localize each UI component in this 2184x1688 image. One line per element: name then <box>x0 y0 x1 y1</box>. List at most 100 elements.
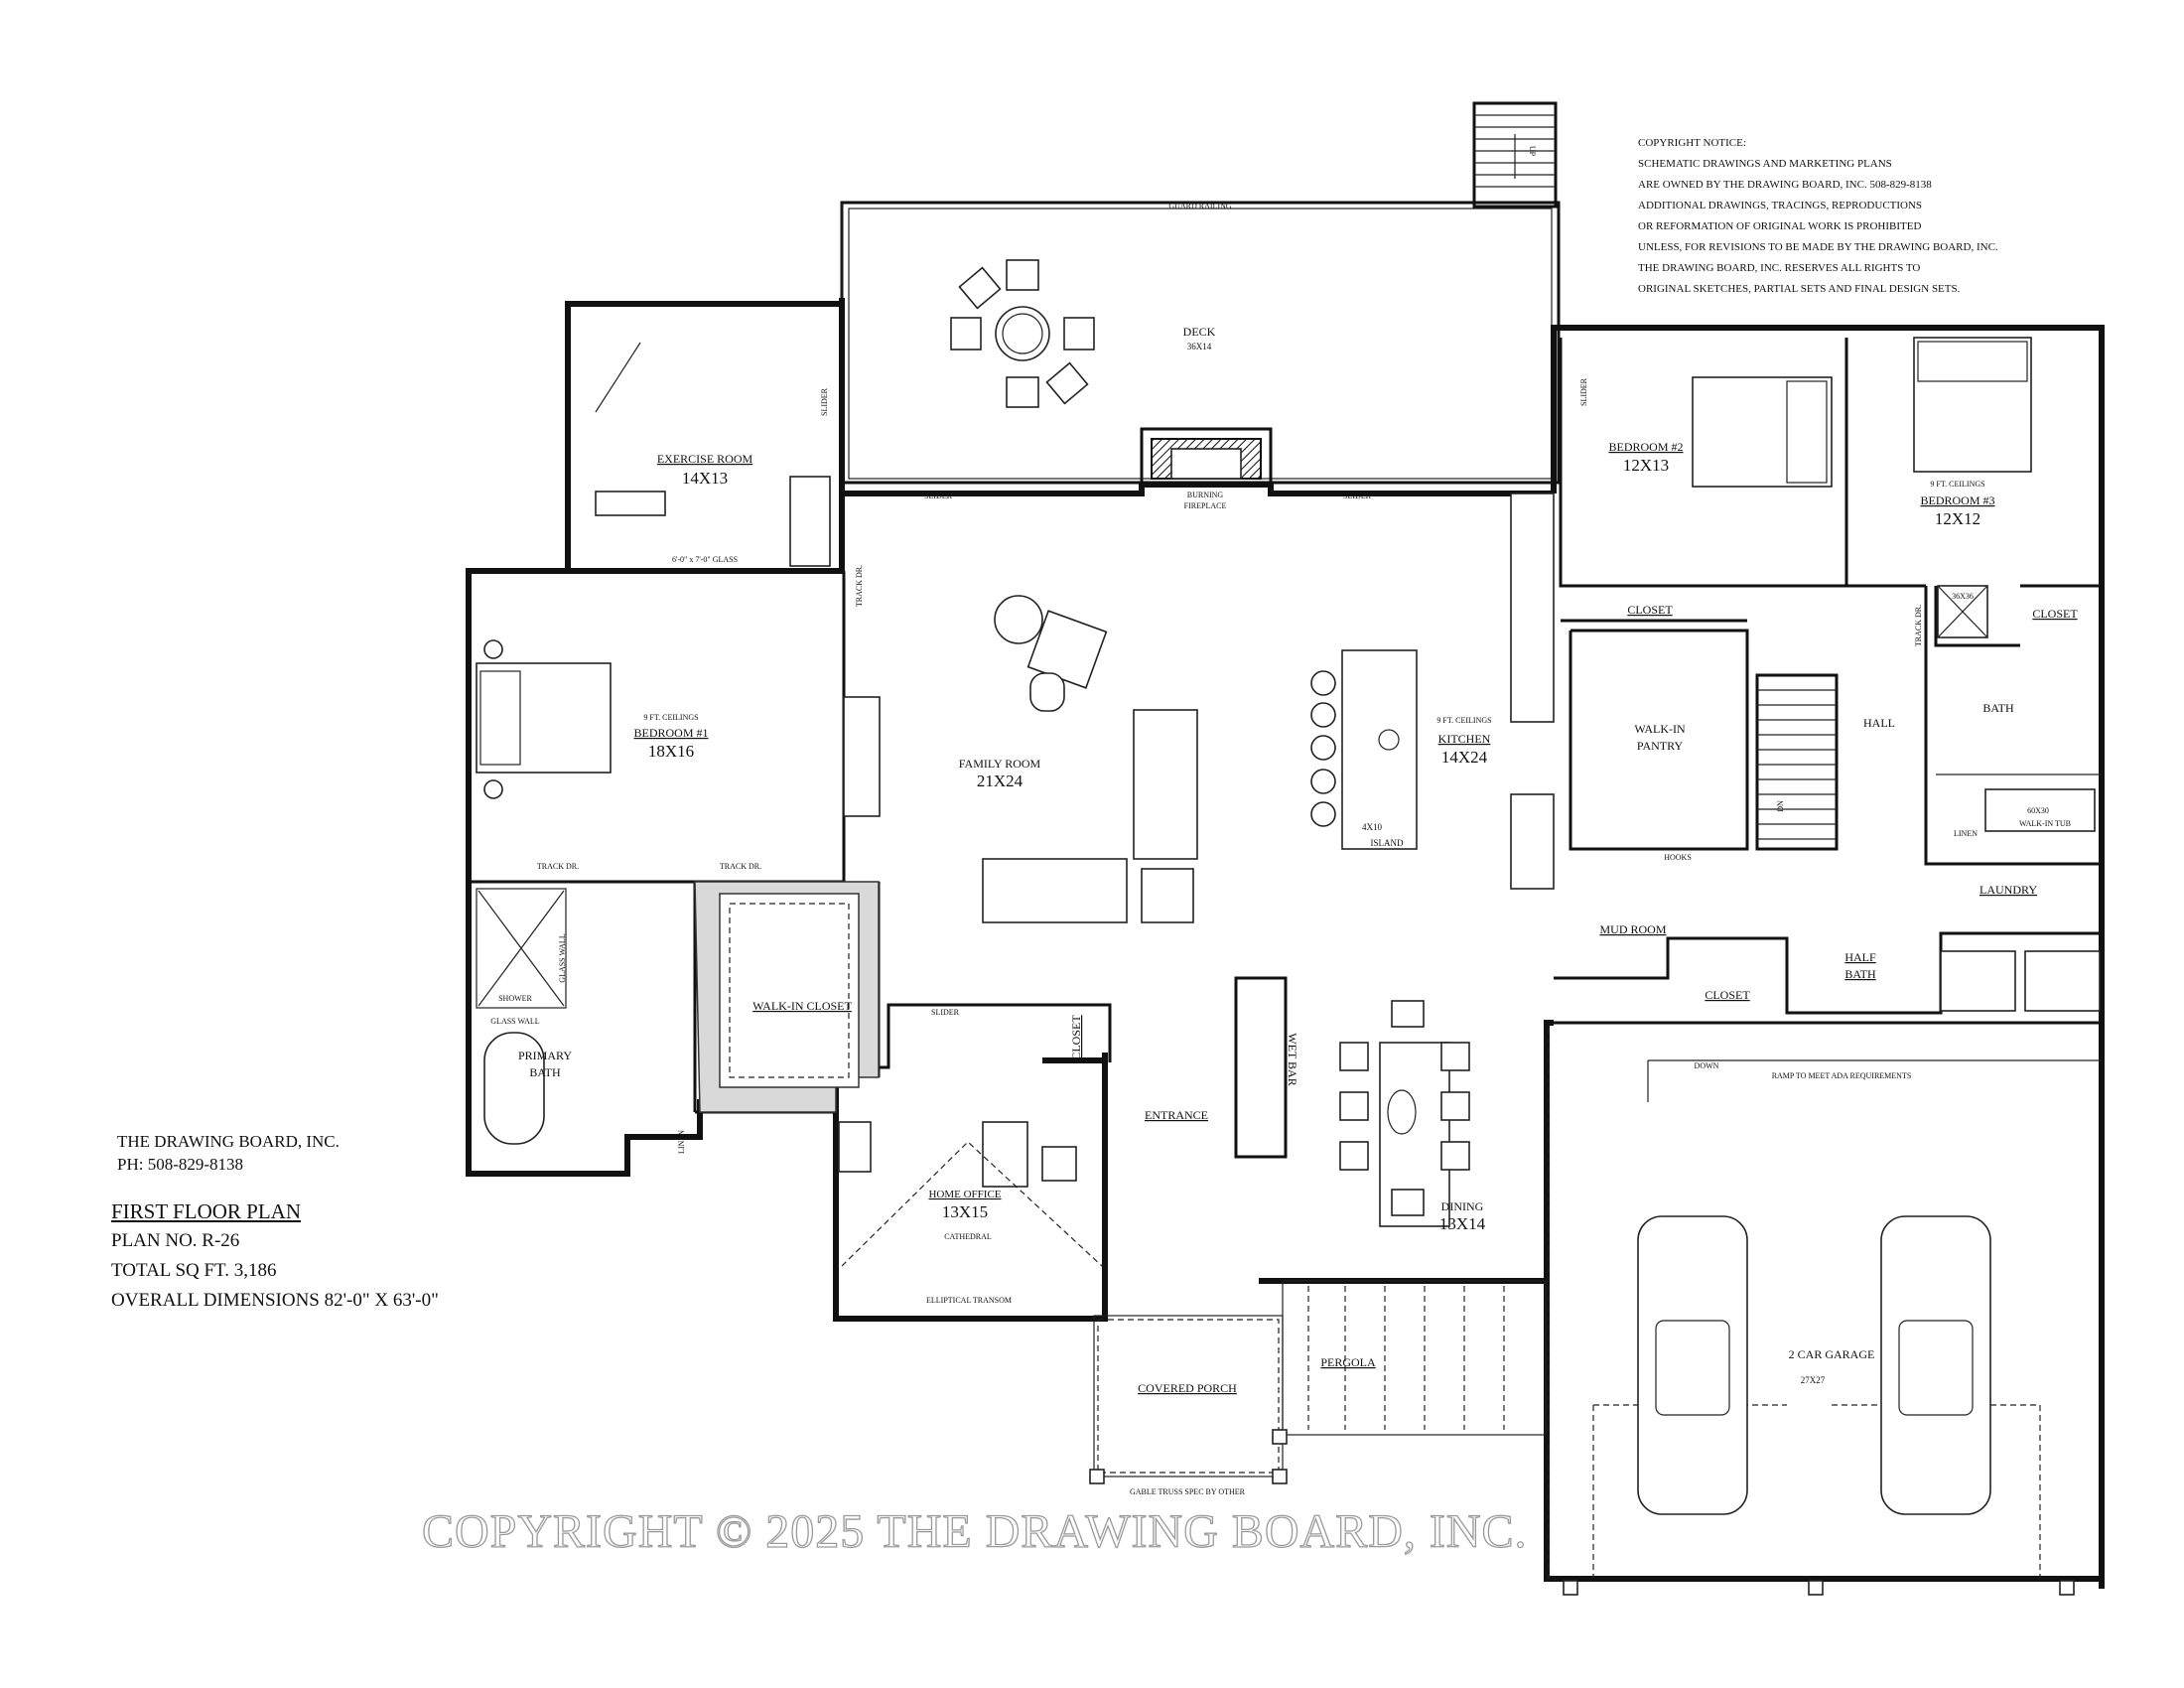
walk-in-closet-shape <box>694 881 880 1113</box>
copyright-line: SCHEMATIC DRAWINGS AND MARKETING PLANS <box>1638 158 1892 170</box>
laundry-label: LAUNDRY <box>1979 883 2037 897</box>
half-bath-label-2: BATH <box>1844 967 1876 981</box>
exercise-room-size: 14X13 <box>682 469 728 488</box>
copyright-line: ORIGINAL SKETCHES, PARTIAL SETS AND FINA… <box>1638 283 1961 295</box>
track-dr-3: TRACK DR. <box>855 565 864 607</box>
walkin-tub-label: WALK-IN TUB <box>2019 819 2071 828</box>
walk-in-closet-label: WALK-IN CLOSET <box>752 999 852 1013</box>
half-bath-label-1: HALF <box>1844 950 1876 964</box>
bedroom3-size: 12X12 <box>1935 509 1980 528</box>
pantry-label-1: WALK-IN <box>1634 722 1686 736</box>
slider-label-b2: SLIDER <box>1579 377 1588 406</box>
bedroom2-size: 12X13 <box>1623 456 1669 475</box>
copyright-line: THE DRAWING BOARD, INC. RESERVES ALL RIG… <box>1638 262 1921 274</box>
garage-label: 2 CAR GARAGE <box>1789 1347 1875 1361</box>
deck-label: DECK <box>1183 325 1216 339</box>
copyright-line: ARE OWNED BY THE DRAWING BOARD, INC. 508… <box>1638 179 1932 191</box>
closet-label-office: CLOSET <box>1069 1015 1083 1060</box>
elliptical-label: ELLIPTICAL TRANSOM <box>926 1296 1012 1305</box>
glass-wall-label: GLASS WALL <box>490 1017 540 1026</box>
furniture <box>476 337 2101 1227</box>
plan-title: FIRST FLOOR PLAN <box>111 1199 301 1223</box>
plan-info: FIRST FLOOR PLAN PLAN NO. R-26 TOTAL SQ … <box>111 1196 439 1316</box>
cathedral-label: CATHEDRAL <box>944 1232 992 1241</box>
hooks-label: HOOKS <box>1664 853 1692 862</box>
garage-cars <box>1637 1215 1991 1515</box>
dashed-lines <box>841 1028 2102 1579</box>
pergola-label: PERGOLA <box>1320 1355 1376 1369</box>
covered-porch-label: COVERED PORCH <box>1138 1381 1237 1395</box>
kitchen-size: 14X24 <box>1441 748 1488 767</box>
deck-area <box>840 101 1561 487</box>
closet-label-b3: CLOSET <box>2032 607 2078 621</box>
family-room-label: FAMILY ROOM <box>959 757 1041 771</box>
closet-label-b2: CLOSET <box>1627 603 1673 617</box>
home-office-size: 13X15 <box>942 1202 988 1221</box>
dn-label: DN <box>1776 800 1785 812</box>
guard-railing-label: GUARD RAILING <box>1168 202 1232 211</box>
pantry-label-2: PANTRY <box>1637 739 1684 753</box>
family-room-size: 21X24 <box>977 772 1024 790</box>
copyright-watermark: COPYRIGHT © 2025 THE DRAWING BOARD, INC. <box>421 1504 1528 1558</box>
wet-bar-label: WET BAR <box>1286 1033 1299 1085</box>
entrance-label: ENTRANCE <box>1145 1108 1208 1122</box>
up-label: UP <box>1528 146 1537 157</box>
plan-sqft: TOTAL SQ FT. 3,186 <box>111 1260 277 1281</box>
track-dr-4: TRACK DR. <box>1914 605 1923 646</box>
primary-bath-label-1: PRIMARY <box>518 1049 572 1062</box>
tub-size: 60X30 <box>2027 806 2049 815</box>
gable-truss-label: GABLE TRUSS SPEC BY OTHER <box>1130 1487 1246 1496</box>
down-label: DOWN <box>1695 1061 1719 1070</box>
copyright-line: ADDITIONAL DRAWINGS, TRACINGS, REPRODUCT… <box>1638 200 1923 211</box>
slider-label-office: SLIDER <box>931 1008 960 1017</box>
copyright-line: COPYRIGHT NOTICE: <box>1638 137 1746 149</box>
bedroom1-size: 18X16 <box>648 742 694 761</box>
room-labels: GUARD RAILING DECK 36X14 EXERCISE ROOM 1… <box>490 202 2078 1496</box>
hall-label: HALL <box>1863 716 1895 730</box>
ramp-label: RAMP TO MEET ADA REQUIREMENTS <box>1772 1071 1912 1080</box>
plan-dimensions: OVERALL DIMENSIONS 82'-0" X 63'-0" <box>111 1290 439 1311</box>
mud-room-label: MUD ROOM <box>1599 922 1666 936</box>
copyright-line: OR REFORMATION OF ORIGINAL WORK IS PROHI… <box>1638 220 1922 232</box>
copyright-notice: COPYRIGHT NOTICE: SCHEMATIC DRAWINGS AND… <box>1638 133 2115 300</box>
home-office-label: HOME OFFICE <box>928 1189 1001 1200</box>
bedroom2-label: BEDROOM #2 <box>1608 440 1683 454</box>
slider-label-2: SLIDER <box>1343 492 1372 500</box>
copyright-line: UNLESS, FOR REVISIONS TO BE MADE BY THE … <box>1638 241 1998 253</box>
rotated-labels: SLIDER TRACK DR. SLIDER TRACK DR. GLASS … <box>558 146 1923 1154</box>
track-dr-2: TRACK DR. <box>720 862 761 871</box>
primary-bath-label-2: BATH <box>529 1065 561 1079</box>
garage-size: 27X27 <box>1801 1375 1826 1385</box>
exercise-room-label: EXERCISE ROOM <box>657 452 753 466</box>
company-name: THE DRAWING BOARD, INC. <box>117 1132 340 1151</box>
track-dr-1: TRACK DR. <box>537 862 579 871</box>
glass-label: 6'-0" x 7'-0" GLASS <box>672 555 738 564</box>
dining-label: DINING <box>1441 1199 1484 1213</box>
slider-label-1: SLIDER <box>924 492 953 500</box>
bedroom3-ceiling: 9 FT. CEILINGS <box>1930 480 1984 489</box>
linen-label-primary: LINEN <box>677 1130 686 1154</box>
island-label: ISLAND <box>1371 838 1404 848</box>
shower-size: 36X36 <box>1952 592 1974 601</box>
burning-label: BURNING <box>1187 491 1224 499</box>
wood-label: WOOD <box>1193 480 1218 489</box>
bedroom1-ceiling: 9 FT. CEILINGS <box>643 713 698 722</box>
slider-label-exercise: SLIDER <box>820 387 829 416</box>
deck-size: 36X14 <box>1187 342 1212 352</box>
porch-and-pergola <box>1089 1280 2075 1596</box>
company-phone: PH: 508-829-8138 <box>117 1155 244 1174</box>
island-size: 4X10 <box>1362 822 1382 832</box>
fireplace-label: FIREPLACE <box>1184 501 1227 510</box>
glass-wall-vertical: GLASS WALL <box>558 933 567 983</box>
linen-label-hall: LINEN <box>1954 829 1978 838</box>
closet-label-mud: CLOSET <box>1705 988 1750 1002</box>
kitchen-label: KITCHEN <box>1438 732 1491 746</box>
plan-number: PLAN NO. R-26 <box>111 1230 240 1251</box>
dining-size: 13X14 <box>1439 1214 1486 1233</box>
bath-label: BATH <box>1982 701 2014 715</box>
kitchen-ceiling: 9 FT. CEILINGS <box>1436 716 1491 725</box>
bedroom3-label: BEDROOM #3 <box>1920 493 1994 507</box>
company-info: THE DRAWING BOARD, INC. PH: 508-829-8138 <box>117 1130 340 1176</box>
bedroom1-label: BEDROOM #1 <box>633 726 708 740</box>
